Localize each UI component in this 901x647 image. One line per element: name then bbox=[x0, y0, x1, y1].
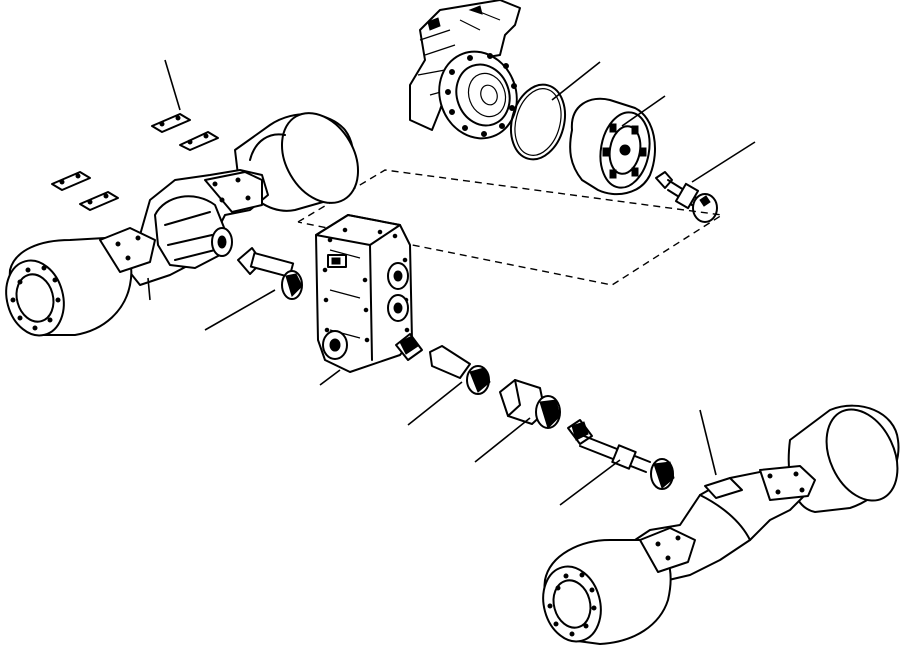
shim-plates bbox=[51, 113, 219, 211]
leader-lines bbox=[147, 59, 756, 506]
input-drive-shaft bbox=[655, 171, 718, 223]
center-bearing bbox=[499, 379, 561, 429]
flexible-coupling bbox=[569, 97, 656, 196]
transfer-gearbox bbox=[315, 214, 413, 373]
rear-axle-assembly bbox=[5, 112, 359, 337]
o-ring bbox=[510, 83, 566, 161]
assembly-boundary bbox=[297, 169, 724, 286]
engine-flywheel-housing bbox=[409, 0, 521, 140]
front-propeller-shaft bbox=[567, 419, 675, 490]
rear-propeller-shaft bbox=[237, 247, 303, 300]
front-short-shaft bbox=[395, 333, 491, 395]
front-axle-assembly bbox=[542, 404, 900, 645]
